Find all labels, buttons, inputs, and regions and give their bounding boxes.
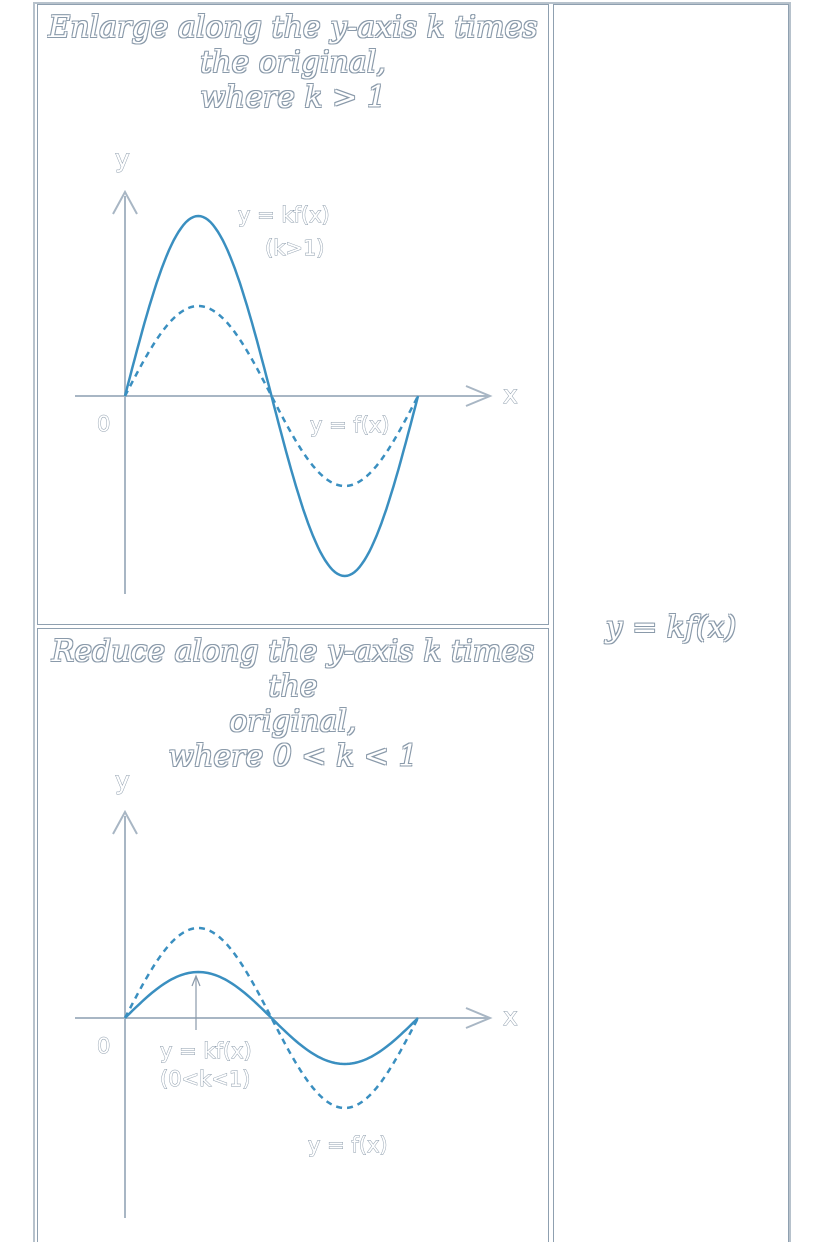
x-axis-label: x [503, 1002, 518, 1031]
formula-text: y = kf(x) [605, 610, 737, 645]
scaled-curve-label: y = kf(x) [160, 1039, 252, 1063]
caption-enlarge: Enlarge along the y-axis k times the ori… [37, 10, 549, 115]
base-curve-label: y = f(x) [308, 1133, 388, 1157]
x-axis-arrow-icon [465, 1007, 493, 1029]
caption-line: where k > 1 [200, 80, 386, 115]
table-frame [33, 2, 791, 1242]
caption-line: Enlarge along the y-axis k times [48, 10, 538, 45]
origin-label: 0 [97, 1034, 110, 1058]
pointer-arrow-icon [191, 974, 201, 987]
scaled-curve [124, 970, 419, 1066]
y-axis-label: y [115, 766, 130, 795]
scaled-curve-condition: (k>1) [265, 236, 325, 260]
base-curve-label: y = f(x) [310, 413, 390, 437]
y-axis-arrow-icon [112, 189, 138, 215]
caption-reduce: Reduce along the y-axis k times the orig… [37, 634, 549, 774]
formula-cell [553, 4, 789, 1242]
scaled-curve-label: y = kf(x) [238, 203, 330, 227]
base-curve [123, 926, 420, 1110]
base-curve [123, 304, 420, 488]
caption-line: the original, [200, 45, 386, 80]
caption-line: original, [229, 704, 357, 739]
y-axis-label: y [115, 144, 130, 173]
panel-reduce [37, 628, 549, 1242]
scaled-curve [123, 214, 420, 578]
origin-label: 0 [97, 412, 110, 436]
x-axis-label: x [503, 380, 518, 409]
scaled-curve-condition: (0<k<1) [160, 1067, 250, 1091]
caption-line: Reduce along the y-axis k times the [51, 634, 535, 704]
caption-line: where 0 < k < 1 [168, 739, 418, 774]
panel-enlarge [37, 4, 549, 625]
y-axis-arrow-icon [112, 809, 138, 835]
graph-enlarge: y x 0 y = kf(x) (k>1) y = f(x) [75, 144, 518, 594]
x-axis-arrow-icon [465, 385, 493, 407]
